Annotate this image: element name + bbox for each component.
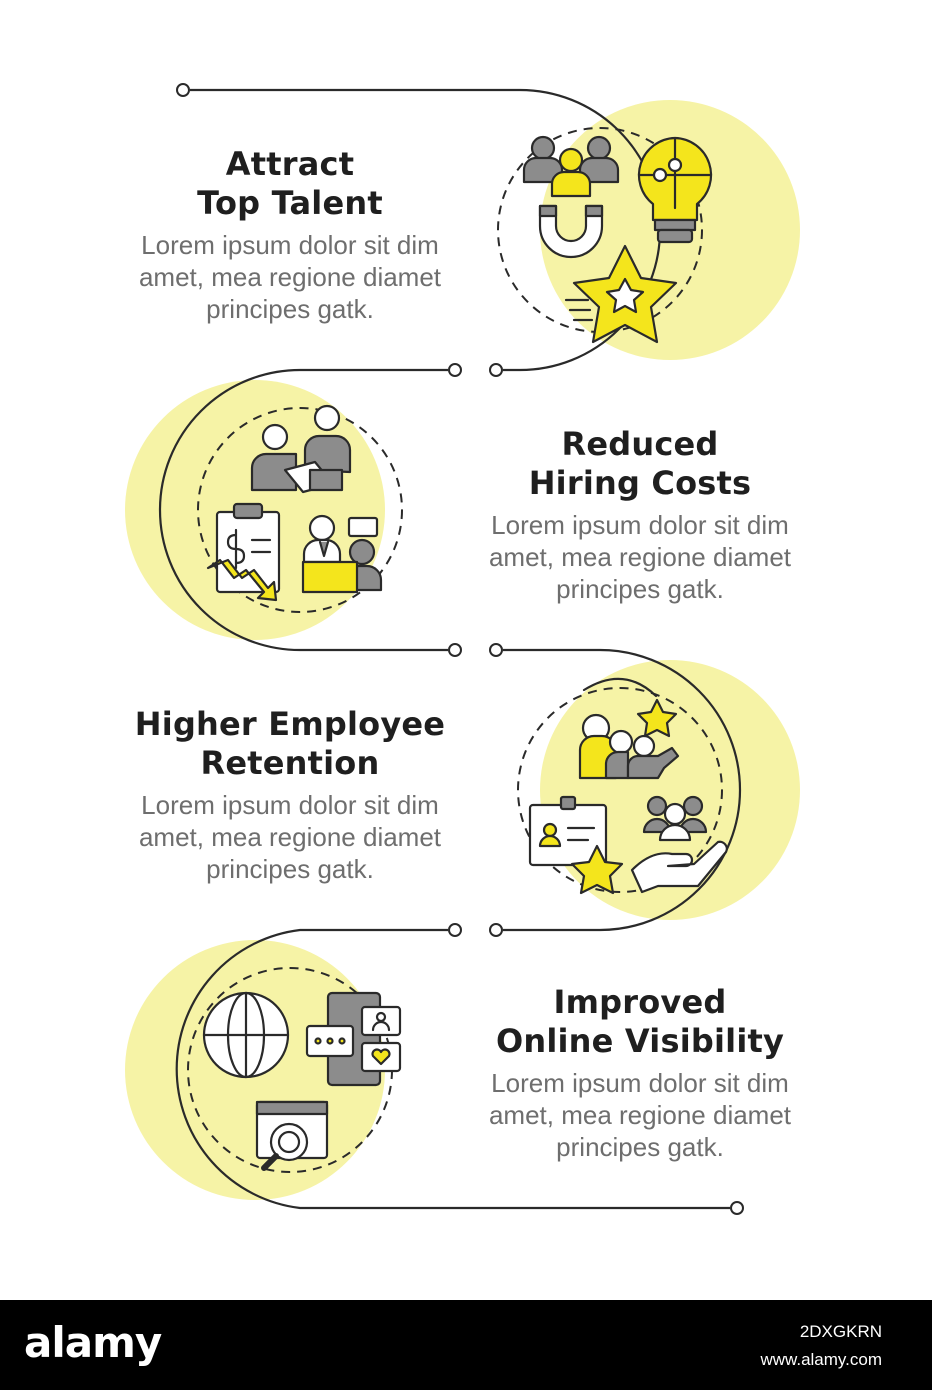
section-title: Improved Online Visibility (495, 983, 785, 1060)
node-dot (489, 363, 503, 377)
section-higher-employee-retention: Higher Employee Retention Lorem ipsum do… (100, 705, 480, 885)
dashed-ring-3 (517, 687, 723, 893)
web-search-icon (255, 1100, 329, 1171)
description-line: Lorem ipsum dolor sit dim (491, 510, 789, 540)
connector-diagram (125, 83, 800, 1215)
people-magnet-icon (522, 135, 620, 259)
description-line: amet, mea regione diamet (488, 1100, 792, 1130)
social-phone-icon (305, 991, 402, 1087)
description-line: Lorem ipsum dolor sit dim (141, 790, 439, 820)
star-icon (564, 244, 678, 344)
description-line: Lorem ipsum dolor sit dim (141, 230, 439, 260)
section-reduced-hiring-costs: Reduced Hiring Costs Lorem ipsum dolor s… (455, 425, 825, 605)
description-line: principes gatk. (206, 294, 374, 324)
connector-4 (175, 928, 730, 1210)
connector-2 (158, 368, 448, 652)
section-attract-top-talent: Attract Top Talent Lorem ipsum dolor sit… (100, 145, 480, 325)
globe-icon (202, 991, 290, 1079)
description-line: principes gatk. (206, 854, 374, 884)
description-line: Lorem ipsum dolor sit dim (491, 1068, 789, 1098)
invoice-down-icon (206, 502, 281, 602)
section-description: Lorem ipsum dolor sit dim amet, mea regi… (455, 1067, 825, 1163)
watermark-footer: alamy 2DXGKRN www.alamy.com (0, 1300, 932, 1390)
section-title: Attract Top Talent (197, 145, 383, 222)
id-badge-star-icon (528, 795, 624, 895)
brand-logo: alamy (24, 1318, 162, 1367)
node-dot (176, 83, 190, 97)
node-dot (730, 1201, 744, 1215)
description-line: amet, mea regione diamet (488, 542, 792, 572)
description-line: amet, mea regione diamet (138, 822, 442, 852)
node-dot (448, 923, 462, 937)
section-description: Lorem ipsum dolor sit dim amet, mea regi… (100, 789, 480, 885)
node-dot (448, 643, 462, 657)
connector-3 (503, 648, 742, 932)
section-title: Reduced Hiring Costs (528, 425, 752, 502)
dashed-ring-2 (197, 407, 403, 613)
node-dot (489, 643, 503, 657)
infographic: Attract Top Talent Lorem ipsum dolor sit… (100, 83, 825, 1215)
section-title: Higher Employee Retention (134, 705, 446, 782)
section-improved-online-visibility: Improved Online Visibility Lorem ipsum d… (455, 983, 825, 1163)
node-dot (489, 923, 503, 937)
site-url: www.alamy.com (760, 1350, 882, 1369)
description-line: principes gatk. (556, 1132, 724, 1162)
description-line: amet, mea regione diamet (138, 262, 442, 292)
dashed-ring-1 (497, 127, 703, 333)
image-id: 2DXGKRN (799, 1322, 882, 1341)
section-description: Lorem ipsum dolor sit dim amet, mea regi… (455, 509, 825, 605)
interview-icon (301, 514, 383, 594)
care-hand-icon (630, 795, 728, 894)
section-description: Lorem ipsum dolor sit dim amet, mea regi… (100, 229, 480, 325)
puzzle-lightbulb-icon (637, 136, 713, 244)
node-dot (448, 363, 462, 377)
description-line: principes gatk. (556, 574, 724, 604)
handshake-icon (250, 404, 352, 494)
team-star-icon (578, 677, 680, 780)
